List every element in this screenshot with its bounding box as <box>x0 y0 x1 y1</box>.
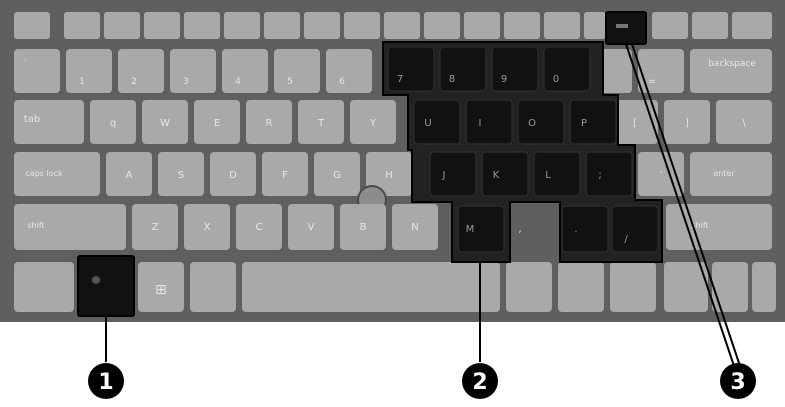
callout-number: 3 <box>730 370 745 395</box>
key-legend: \ <box>742 118 746 129</box>
key-legend: H <box>385 170 393 181</box>
callout-leaders <box>105 43 741 367</box>
key-legend: G <box>333 170 341 181</box>
key-legend: caps lock <box>25 169 63 178</box>
keypad-legend: U <box>424 118 431 129</box>
keypad-key <box>611 205 659 253</box>
key-legend: ' <box>660 170 663 181</box>
shift-row: shift Z X C V B N shift <box>14 204 772 250</box>
qwerty-row: tab q W E R T Y [ ] \ <box>14 100 772 144</box>
keypad-key <box>517 99 565 145</box>
keypad-key <box>569 99 617 145</box>
key-legend: backspace <box>708 59 756 69</box>
key-legend: V <box>308 222 315 233</box>
keypad-legend: . <box>574 224 577 235</box>
keypad-key <box>465 99 513 145</box>
callout-1: 1 <box>88 363 124 399</box>
keypad-legend: 9 <box>501 74 507 85</box>
key-legend: B <box>360 222 367 233</box>
keypad-legend: O <box>528 118 536 129</box>
fn-key <box>77 255 135 317</box>
key-legend: F <box>282 170 288 181</box>
keypad-legend: I <box>479 118 482 129</box>
keypad-key <box>429 151 477 197</box>
keypad-key <box>585 151 633 197</box>
key-legend: Z <box>152 222 159 233</box>
key-legend: 4 <box>235 77 241 87</box>
embedded-numeric-keypad: 7 8 9 0 U I O P J K L ; M . / , <box>382 41 663 263</box>
keypad-legend: 0 <box>553 74 559 85</box>
keypad-legend: J <box>442 170 446 181</box>
keypad-key <box>543 46 591 92</box>
keypad-key <box>481 151 529 197</box>
key-legend: tab <box>24 114 40 125</box>
key-legend: Y <box>369 118 377 129</box>
keypad-legend: P <box>581 118 587 129</box>
callout-3: 3 <box>720 363 756 399</box>
key-legend: ] <box>685 118 689 129</box>
key-legend: A <box>126 170 133 181</box>
keypad-legend: M <box>466 224 475 235</box>
key-legend: 1 <box>79 77 85 87</box>
key-legend: enter <box>713 169 735 178</box>
key-legend: N <box>411 222 418 233</box>
key-legend: 3 <box>183 77 189 87</box>
key-legend: = <box>648 77 656 87</box>
key-legend: [ <box>633 118 637 129</box>
key-legend: R <box>266 118 273 129</box>
keypad-key <box>387 46 435 92</box>
key-legend: shift <box>27 221 44 230</box>
callout-number: 1 <box>98 370 113 395</box>
keypad-legend: K <box>493 170 500 181</box>
key-legend: ` <box>24 58 29 69</box>
key-legend: W <box>160 118 170 129</box>
bottom-row <box>14 262 776 312</box>
keypad-key <box>457 205 505 253</box>
key-legend: 5 <box>287 77 293 87</box>
key-legend: T <box>317 118 325 129</box>
windows-icon: ⊞ <box>155 282 167 298</box>
keypad-legend: ; <box>598 170 601 181</box>
key-legend: 2 <box>131 77 137 87</box>
keypad-key <box>561 205 609 253</box>
key-legend: X <box>204 222 211 233</box>
key-legend: shift <box>691 221 708 230</box>
home-row: caps lock A S D F G H ' enter <box>14 152 772 196</box>
keypad-legend: / <box>624 234 628 245</box>
key-legend: E <box>214 118 220 129</box>
keypad-key <box>439 46 487 92</box>
callout-number: 2 <box>472 370 487 395</box>
keypad-legend: , <box>518 224 521 235</box>
keypad-key <box>533 151 581 197</box>
key-legend: C <box>256 222 263 233</box>
key-legend: q <box>110 118 116 129</box>
keypad-key <box>491 46 539 92</box>
keypad-key <box>413 99 461 145</box>
key-legend: D <box>229 170 237 181</box>
keypad-legend: 8 <box>449 74 455 85</box>
callout-2: 2 <box>462 363 498 399</box>
number-row: ` 1 2 3 4 5 6 - = backspace <box>14 49 772 93</box>
keypad-legend: 7 <box>397 74 403 85</box>
key-legend: S <box>178 170 184 181</box>
function-key-row <box>14 12 772 39</box>
keypad-legend: L <box>545 170 551 181</box>
key-legend: 6 <box>339 77 345 87</box>
